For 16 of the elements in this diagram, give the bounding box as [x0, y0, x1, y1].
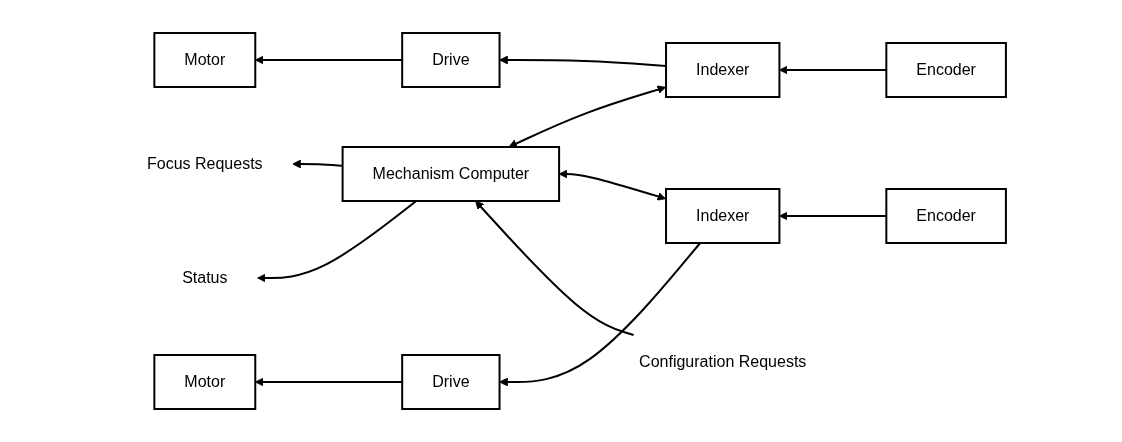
node-box: Encoder — [884, 42, 1007, 98]
node-box: Indexer — [664, 188, 780, 244]
arrow — [474, 200, 635, 336]
node-text: Configuration Requests — [638, 353, 806, 370]
node-box: Mechanism Computer — [341, 146, 560, 202]
arrow — [508, 85, 666, 148]
node-box: Drive — [400, 32, 501, 88]
node-box: Motor — [152, 32, 256, 88]
arrow — [558, 169, 666, 201]
arrow — [256, 200, 417, 283]
node-box: Motor — [152, 354, 256, 410]
node-box: Indexer — [664, 42, 780, 98]
node-text: Status — [181, 269, 228, 286]
node-box: Encoder — [884, 188, 1007, 244]
node-box: Drive — [400, 354, 501, 410]
node-text: Focus Requests — [146, 155, 263, 172]
